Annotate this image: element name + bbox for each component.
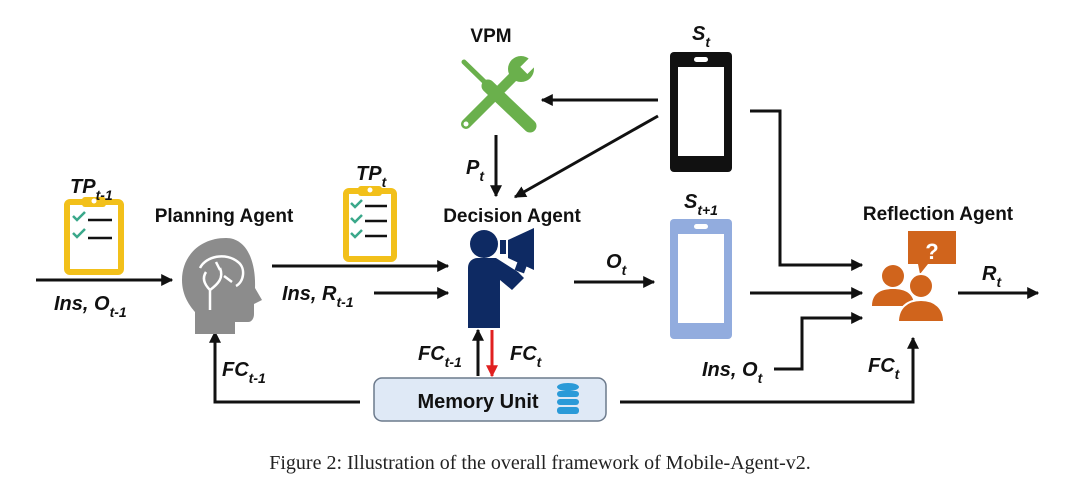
figure-caption: Figure 2: Illustration of the overall fr… bbox=[269, 452, 811, 474]
arrow-ins-o-to-reflection bbox=[774, 312, 864, 371]
clipboard-icon bbox=[343, 186, 397, 262]
ins-r-prev-label: Ins, Rt-1 bbox=[282, 283, 354, 310]
reflection-people-icon: ? bbox=[872, 231, 956, 323]
phone-current-icon bbox=[670, 52, 732, 172]
arrow-st-to-decision bbox=[513, 114, 659, 199]
tp-prev-label: TPt-1 bbox=[70, 176, 113, 203]
o-t-label: Ot bbox=[606, 251, 628, 278]
svg-text:?: ? bbox=[925, 239, 938, 264]
planning-agent-title: Planning Agent bbox=[155, 206, 294, 227]
decision-agent-title: Decision Agent bbox=[443, 206, 581, 227]
fc-t-decision-label: FCt bbox=[510, 343, 543, 370]
memory-unit-label: Memory Unit bbox=[417, 391, 538, 413]
fc-t-reflection-label: FCt bbox=[868, 355, 901, 382]
reflection-agent-title: Reflection Agent bbox=[863, 204, 1014, 225]
arrow-memory-to-planning bbox=[209, 330, 360, 404]
s-next-label: St+1 bbox=[684, 191, 718, 218]
phone-next-icon bbox=[670, 219, 732, 339]
arrow-memory-to-reflection bbox=[620, 336, 919, 404]
s-t-label: St bbox=[692, 23, 711, 50]
ins-o-prev-label: Ins, Ot-1 bbox=[54, 293, 127, 320]
fc-prev-planning-label: FCt-1 bbox=[222, 359, 266, 386]
fc-prev-decision-label: FCt-1 bbox=[418, 343, 462, 370]
tp-curr-label: TPt bbox=[356, 163, 388, 190]
arrow-st-to-reflection bbox=[750, 109, 864, 271]
clipboard-icon bbox=[64, 197, 124, 275]
tools-icon bbox=[461, 55, 539, 133]
memory-unit-box: Memory Unit bbox=[373, 377, 607, 422]
megaphone-person-icon bbox=[468, 228, 534, 328]
p-t-label: Pt bbox=[466, 157, 485, 184]
ins-o-t-label: Ins, Ot bbox=[702, 359, 764, 386]
arrows bbox=[36, 94, 1040, 404]
brain-head-icon bbox=[182, 238, 262, 334]
vpm-title: VPM bbox=[470, 26, 511, 47]
r-t-label: Rt bbox=[982, 263, 1002, 290]
database-icon bbox=[557, 383, 579, 414]
